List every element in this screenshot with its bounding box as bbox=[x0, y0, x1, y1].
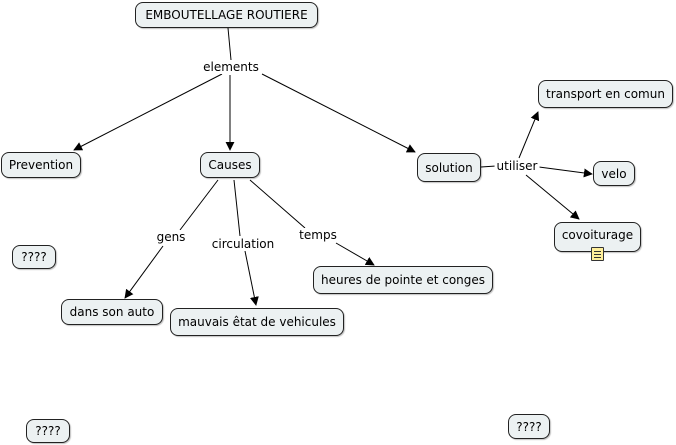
edge-elements-solution bbox=[261, 73, 416, 153]
node-heures-de-pointe[interactable]: heures de pointe et conges bbox=[313, 266, 493, 294]
node-solution[interactable]: solution bbox=[417, 153, 481, 182]
link-label-circulation: circulation bbox=[209, 237, 277, 251]
edge-causes-circulation bbox=[233, 179, 241, 237]
edge-causes-temps bbox=[249, 179, 306, 229]
edge-gens-auto bbox=[124, 245, 164, 299]
edge-utiliser-velo bbox=[538, 166, 593, 178]
node-question-left[interactable]: ???? bbox=[12, 245, 56, 269]
node-prevention[interactable]: Prevention bbox=[1, 152, 81, 178]
node-question-bottom-right[interactable]: ???? bbox=[508, 414, 550, 439]
edge-elements-prevention bbox=[73, 73, 223, 151]
node-emboutellage-routiere[interactable]: EMBOUTELLAGE ROUTIERE bbox=[135, 2, 318, 28]
edge-temps-pointe bbox=[335, 242, 375, 266]
node-transport-en-comun[interactable]: transport en comun bbox=[538, 80, 673, 108]
edge-utiliser-transport bbox=[518, 111, 540, 159]
edge-solution-utiliser bbox=[480, 165, 497, 168]
edge-causes-gens bbox=[179, 179, 219, 231]
link-label-utiliser: utiliser bbox=[494, 159, 540, 173]
edge-utiliser-covoiturage bbox=[525, 174, 580, 220]
edge-circulation-vehicules bbox=[244, 250, 259, 306]
node-question-bottom-left[interactable]: ???? bbox=[26, 419, 70, 443]
link-label-gens: gens bbox=[154, 230, 188, 244]
node-covoiturage[interactable]: covoiturage bbox=[554, 222, 641, 252]
node-covoiturage-label: covoiturage bbox=[561, 228, 634, 242]
document-icon[interactable] bbox=[591, 247, 604, 261]
node-velo[interactable]: velo bbox=[593, 161, 635, 186]
node-causes[interactable]: Causes bbox=[200, 152, 260, 178]
link-label-temps: temps bbox=[297, 228, 339, 242]
node-mauvais-etat-de-vehicules[interactable]: mauvais êtat de vehicules bbox=[170, 308, 344, 336]
link-label-elements: elements bbox=[201, 60, 261, 74]
node-dans-son-auto[interactable]: dans son auto bbox=[61, 299, 163, 325]
edge-root-elements bbox=[227, 27, 232, 61]
